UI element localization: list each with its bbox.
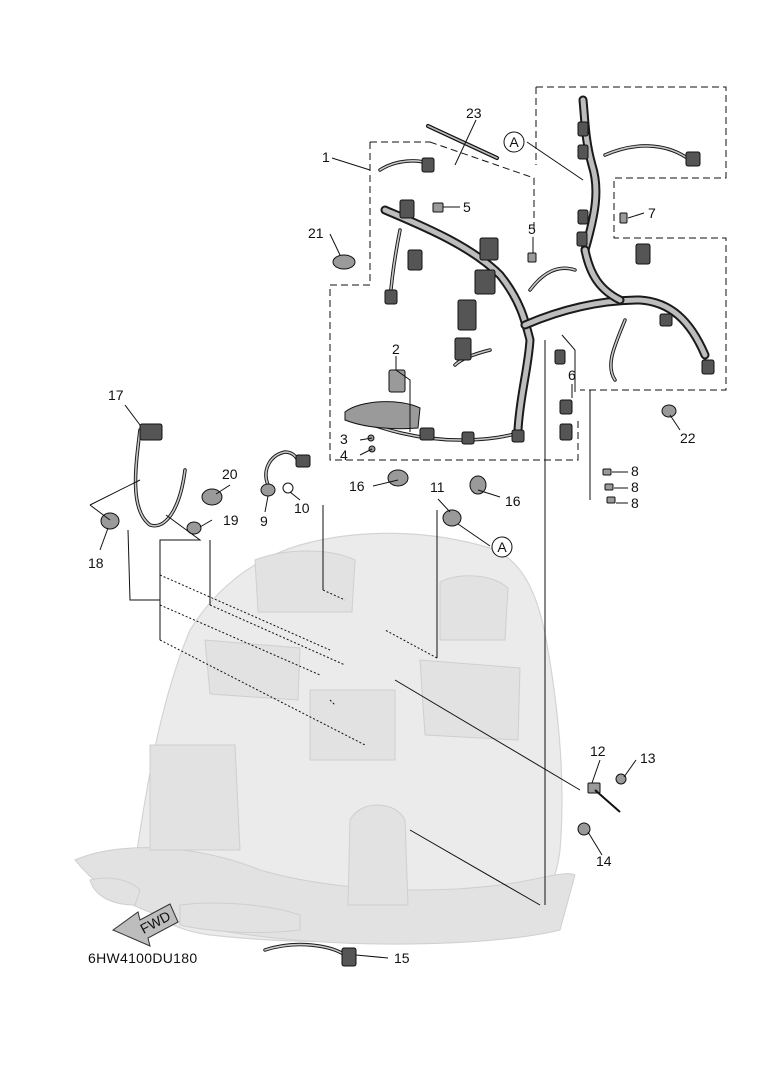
callout-label: 8 [631,495,639,511]
callout-label: 2 [392,341,400,357]
group-outlines [329,86,727,461]
reference-marker-a-bottom: A [491,536,513,558]
svg-text:A: A [497,539,507,555]
callout-label: 10 [294,500,310,516]
svg-text:A: A [509,134,519,150]
callout-label: 8 [631,479,639,495]
callout-label: 13 [640,750,656,766]
callout-label: 14 [596,853,612,869]
callout-label: 5 [463,199,471,215]
callout-label: 20 [222,466,238,482]
callout-label: 12 [590,743,606,759]
callout-label: 7 [648,205,656,221]
leader-lines [89,119,681,959]
main-wire-harness [344,95,715,445]
callout-label: 15 [394,950,410,966]
callout-label: 17 [108,387,124,403]
callout-label: 1 [322,149,330,165]
reference-marker-a-top: A [503,131,525,153]
callout-label: 22 [680,430,696,446]
diagram-code: 6HW4100DU180 [88,950,197,966]
engine-block [74,532,576,945]
callout-label: 3 [340,431,348,447]
callout-label: 8 [631,463,639,479]
callout-label: 16 [349,478,365,494]
callout-label: 16 [505,493,521,509]
callout-labels: 1 2 3 4 5 5 6 7 8 8 8 9 10 11 12 13 14 1… [88,105,696,966]
callout-label: 5 [528,221,536,237]
callout-label: 23 [466,105,482,121]
callout-label: 21 [308,225,324,241]
callout-label: 11 [430,479,445,495]
callout-label: 6 [568,367,576,383]
callout-label: 9 [260,513,268,529]
callout-label: 18 [88,555,104,571]
callout-label: 4 [340,447,348,463]
callout-label: 19 [223,512,239,528]
